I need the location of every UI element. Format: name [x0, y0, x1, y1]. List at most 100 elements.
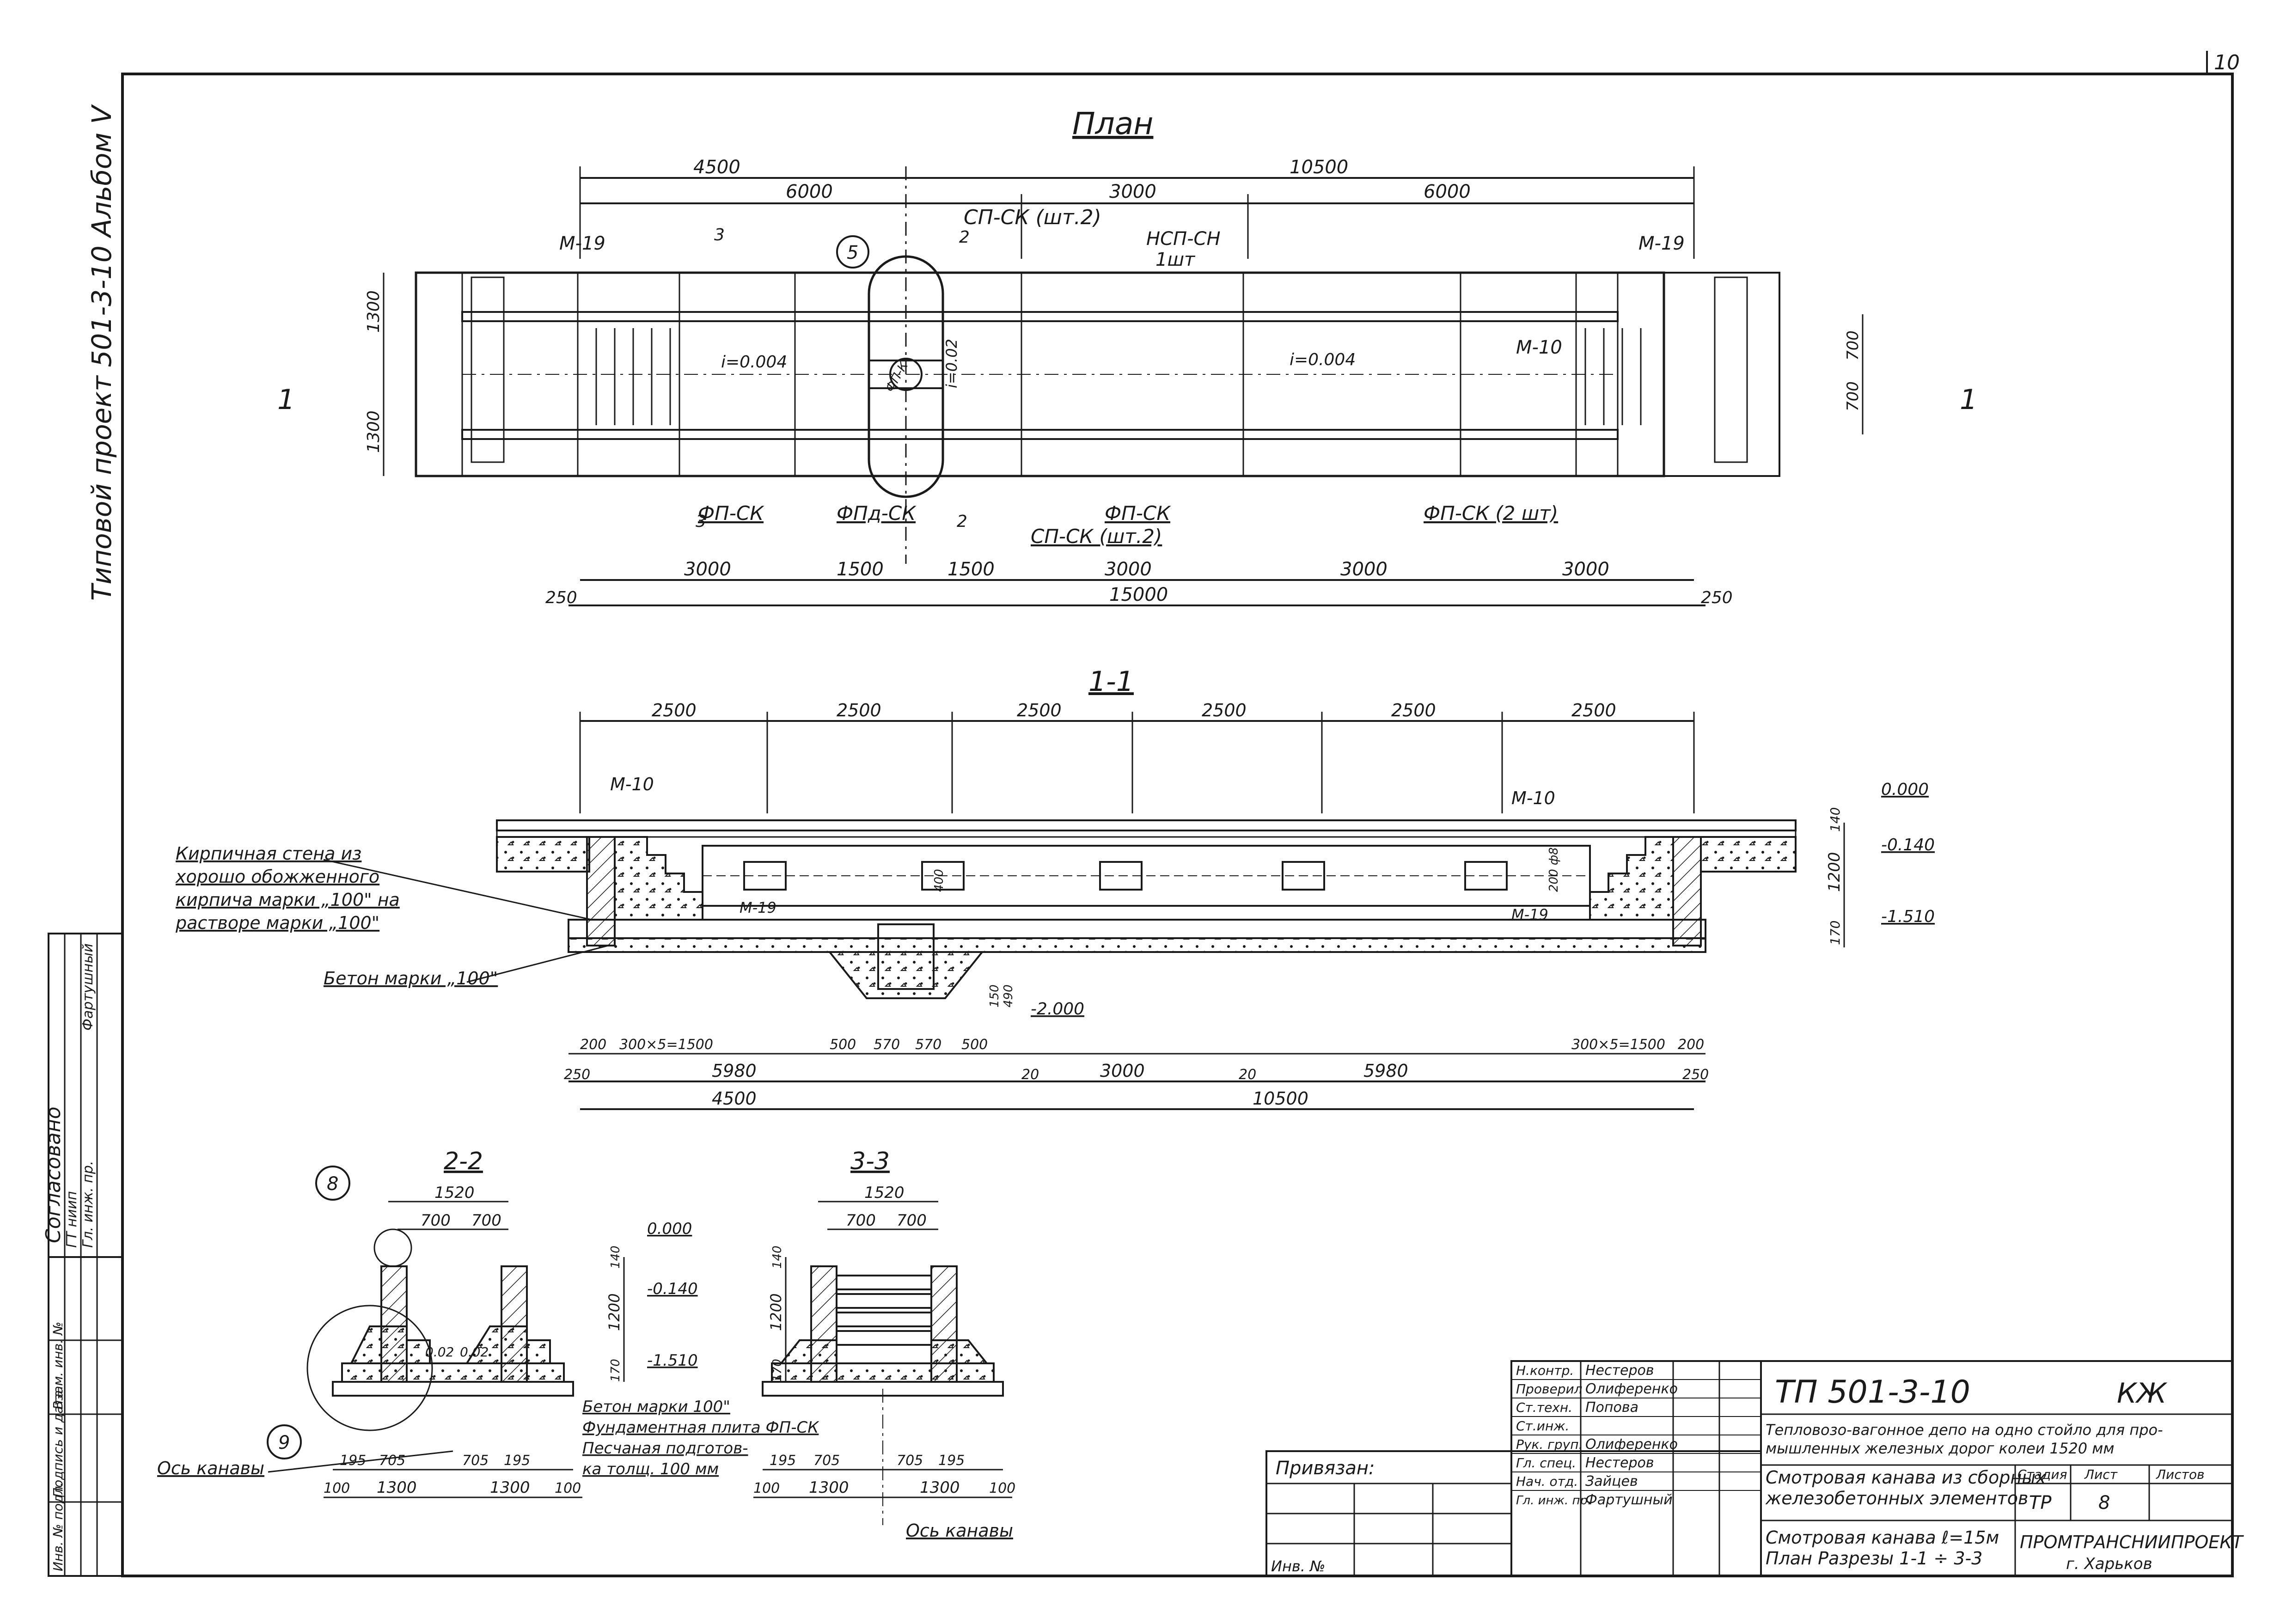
plan-slope-right: i=0.004	[1290, 350, 1356, 369]
plan-dims-bottom: 3000 1500 1500 3000 3000 3000 250 15000 …	[545, 559, 1733, 607]
s22-dim-top-1: 700	[421, 1211, 451, 1230]
plan-right-end	[1584, 328, 1642, 425]
s11-dim-top-1: 2500	[652, 700, 697, 720]
s33-dim-b1-0: 195	[770, 1453, 796, 1469]
plan-dim-4500: 4500	[693, 157, 740, 178]
s11-dim-b1-3: 570	[874, 1037, 900, 1053]
stamp-role-7: Гл. инж. пр.	[1516, 1494, 1591, 1508]
callout-8	[315, 1166, 350, 1201]
s11-level-1: -0.140	[1881, 836, 1935, 855]
s11-dim-b3-0: 4500	[712, 1088, 757, 1109]
s11-level-2: -1.510	[1881, 907, 1935, 926]
plan-dim-b-250-left: 250	[545, 588, 577, 607]
plan-label-nsp-qty: 1шт	[1155, 249, 1196, 270]
album-note: Типовой проект 501-3-10 Альбом V	[86, 104, 117, 601]
plan-dim-left-1: 1300	[364, 290, 383, 333]
plan-label-fp-sk-1: ФП-СК	[698, 502, 764, 525]
s11-inner-dim-1: 400	[932, 869, 946, 892]
s22-slope-right: 0.02	[460, 1344, 489, 1360]
s22-dim-b1-2: 705	[462, 1453, 489, 1469]
s33-dim-b2-0: 100	[753, 1480, 780, 1496]
section-2-2: 2-2 1520 700 700 8 9 0.02 0.02 0.000 -0.…	[157, 1148, 819, 1498]
stamp-org-2: г. Харьков	[2066, 1555, 2152, 1573]
plan-pit	[868, 255, 944, 498]
s11-dim-right-1: 140	[1828, 807, 1843, 832]
s22-dim-top-0: 1520	[434, 1184, 475, 1202]
s11-label-m10-right: М-10	[1511, 788, 1555, 808]
s11-concrete-note: Бетон марки „100"	[324, 968, 498, 989]
s11-dim-b1-1: 300×5=1500	[619, 1037, 713, 1053]
s11-dim-b2-0: 250	[564, 1067, 590, 1083]
stamp-role-0: Н.контр.	[1516, 1363, 1574, 1378]
plan-label-m10: М-10	[1516, 337, 1562, 358]
s22-level-1: -0.140	[647, 1280, 698, 1298]
section22-title: 2-2	[444, 1148, 483, 1175]
stamp-role-1: Проверил	[1516, 1381, 1583, 1397]
s11-dim-top-4: 2500	[1202, 700, 1247, 720]
s11-inner-dim-2: 150	[988, 984, 1002, 1007]
s11-dim-b1-7: 200	[1678, 1037, 1704, 1053]
s11-dim-top-5: 2500	[1391, 700, 1436, 720]
plan-dim-b-1500-1: 1500	[837, 559, 884, 580]
stamp-role-2: Ст.техн.	[1516, 1400, 1572, 1415]
s22-dim-b2-2: 1300	[490, 1478, 530, 1497]
s22-dim-b2-3: 100	[555, 1480, 581, 1496]
s11-right-inner: 200 ф8	[1547, 847, 1561, 892]
s33-dim-top-2: 700	[897, 1211, 927, 1230]
stamp-stage-label: Стадия	[2017, 1467, 2067, 1482]
stamp-title-1: Смотровая канава из сборных	[1766, 1467, 2046, 1488]
plan-dim-right-1: 700	[1844, 330, 1862, 360]
s33-dim-b1-2: 705	[897, 1453, 923, 1469]
section33-title: 3-3	[850, 1148, 890, 1175]
plan-left-end	[595, 328, 671, 425]
s11-dim-top-2: 2500	[837, 700, 881, 720]
plan-view: План 4500 10500 6000 3000 6000	[277, 106, 1977, 607]
s11-label-m19-left: М-19	[740, 899, 776, 916]
s33-dim-top-0: 1520	[864, 1184, 905, 1202]
stamp-drawing-2: План Разрезы 1-1 ÷ 3-3	[1766, 1548, 1982, 1569]
plan-dim-b-1500-2: 1500	[948, 559, 995, 580]
plan-dim-b-250-right: 250	[1701, 588, 1733, 607]
stamp-project-1: Тепловозо-вагонное депо на одно стойло д…	[1766, 1421, 2163, 1439]
stamp-stage: ТР	[2029, 1492, 2052, 1514]
plan-label-nsp-sn: НСП-СН	[1146, 228, 1221, 250]
s11-level-0: 0.000	[1881, 780, 1929, 799]
s22-dim-b1-3: 195	[504, 1453, 530, 1469]
s33-dim-top-1: 700	[846, 1211, 876, 1230]
s22-level-0: 0.000	[647, 1220, 692, 1238]
plan-dim-right-2: 700	[1844, 381, 1862, 411]
plan-dims-side: 1300 1300 700 700	[364, 273, 1864, 476]
stamp-drawing-1: Смотровая канава ℓ=15м	[1766, 1527, 1999, 1548]
s11-dim-top-3: 2500	[1017, 700, 1062, 720]
plan-dim-6000-left: 6000	[786, 181, 833, 202]
plan-section2-bottom: 2	[957, 512, 967, 531]
s22-dim-b2-1: 1300	[377, 1478, 417, 1497]
callout-9-label: 9	[278, 1432, 290, 1453]
approval-cell-2: Взам. инв. №	[50, 1322, 66, 1410]
callout-8-label: 8	[327, 1173, 338, 1195]
sheet-frame: 10 Типовой проект 501-3-10 Альбом V	[86, 51, 2240, 1577]
s11-dim-b3-1: 10500	[1253, 1088, 1308, 1109]
s33-dim-b2-1: 1300	[809, 1478, 849, 1497]
s11-dim-top-6: 2500	[1571, 700, 1616, 720]
plan-dim-3000: 3000	[1109, 181, 1156, 202]
stamp-sheets-label: Листов	[2156, 1467, 2205, 1482]
s11-dim-b2-2: 20	[1021, 1067, 1039, 1083]
plan-dim-b-3000-4: 3000	[1562, 559, 1609, 580]
approval-cell-1: Подпись и дата	[50, 1390, 66, 1497]
stamp-bound: Привязан:	[1276, 1458, 1375, 1479]
s11-dim-b2-1: 5980	[712, 1061, 757, 1081]
approval-row-1: ГТ ниип	[64, 1191, 80, 1248]
section11-title: 1-1	[1088, 665, 1134, 698]
plan-slope-left: i=0.004	[721, 353, 787, 372]
s22-dim-b1-1: 705	[379, 1453, 405, 1469]
plan-title: План	[1072, 106, 1153, 141]
s11-brick-wall-right	[1672, 836, 1702, 946]
callout-5	[836, 235, 869, 269]
plan-section2-top: 2	[959, 228, 970, 247]
s11-level-3: -2.000	[1031, 1000, 1084, 1019]
plan-label-fp-sk-2: ФП-СК	[1105, 502, 1171, 525]
s11-brick-note-2: хорошо обожженного	[175, 867, 379, 887]
stamp-project-2: мышленных железных дорог колеи 1520 мм	[1766, 1440, 2115, 1457]
stamp-name-0: Нестеров	[1585, 1362, 1654, 1379]
